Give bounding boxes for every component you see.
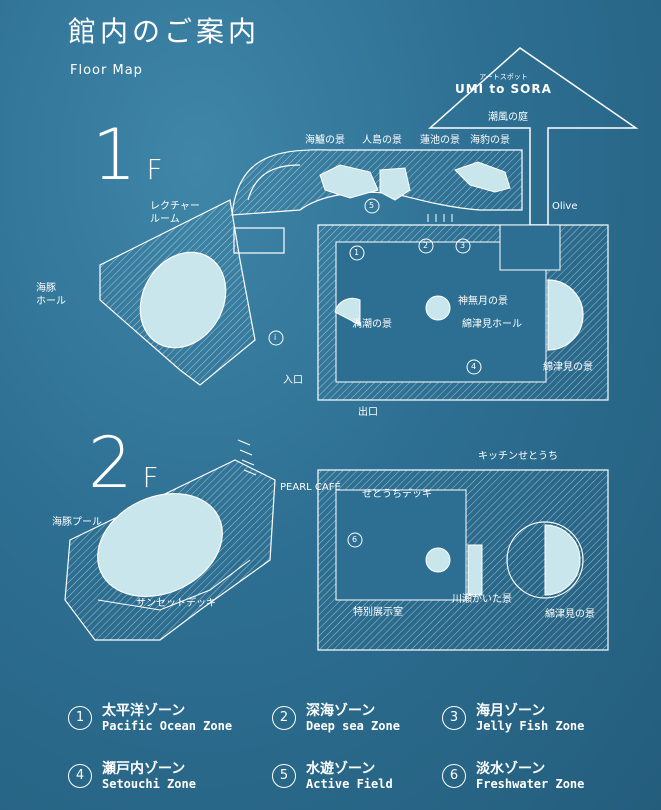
label-uzushio: 渦潮の景 (352, 319, 392, 330)
zone-name-jp: 深海ゾーン (306, 703, 376, 719)
info-icon: i (274, 333, 277, 342)
zone-legend-item: 5 水遊ゾーン Active Field (272, 758, 442, 798)
watatsumi-ring (506, 521, 584, 599)
marker-3: 3 (460, 241, 466, 250)
label-shiokaze: 潮風の庭 (488, 112, 528, 123)
zone-number: 5 (272, 764, 296, 788)
zone-name-en: Deep sea Zone (306, 719, 400, 733)
brand-logo: アートスポット UMI to SORA (455, 72, 552, 96)
kaihyo-tank (454, 161, 511, 193)
marker-1: 1 (354, 248, 360, 257)
facilities-block (499, 224, 561, 271)
zone-name-jp: 淡水ゾーン (476, 761, 546, 777)
kaishu-tank (319, 164, 379, 199)
label-entrance: 入口 (283, 375, 303, 386)
label-kaishu: 海鱸の景 (305, 135, 345, 146)
marker-4: 4 (471, 362, 477, 371)
label-lecture: レクチャー ルーム (150, 201, 200, 225)
floor-2-f: F (142, 461, 159, 494)
label-pearl-cafe: PEARL CAFÉ (280, 482, 341, 493)
label-special: 特別展示室 (353, 607, 403, 618)
label-dolphin-hall: 海豚 ホール (36, 283, 66, 307)
label-kawasemi: 川瀬がいた景 (452, 594, 512, 605)
zone-number: 6 (442, 764, 466, 788)
zone-number: 2 (272, 706, 296, 730)
stairs (237, 214, 453, 476)
label-dolphin-pool: 海豚プール (52, 517, 102, 528)
jinjima-tank (379, 167, 411, 201)
dolphin-pool-2f (97, 492, 223, 598)
zone-legend-item: 3 海月ゾーン Jelly Fish Zone (442, 700, 612, 740)
label-jinjima: 人島の景 (362, 135, 402, 146)
watatsumi-tank-1f (547, 279, 584, 351)
zone-name-jp: 海月ゾーン (476, 703, 546, 719)
zone-name-en: Active Field (306, 777, 393, 791)
kawasemi-tank (467, 544, 483, 596)
page-subtitle: Floor Map (70, 63, 143, 78)
marker-6: 6 (352, 535, 358, 544)
label-watatsumi-hall: 綿津見ホール (462, 319, 522, 330)
label-watatsumi-2f: 綿津見の景 (545, 609, 595, 620)
marker-5: 5 (369, 201, 375, 210)
zone-legend-item: 6 淡水ゾーン Freshwater Zone (442, 758, 632, 798)
label-exit: 出口 (358, 407, 378, 418)
brand-name: UMI to SORA (455, 82, 552, 96)
label-olive: Olive (552, 201, 578, 212)
zone-name-en: Pacific Ocean Zone (102, 719, 233, 733)
floor-1-num: 1 (92, 114, 137, 196)
label-kitchen: キッチンせとうち (478, 451, 558, 462)
watatsumi-tank-2f (544, 524, 581, 596)
floor-1-f: F (146, 153, 163, 186)
label-renchi: 蓮池の景 (420, 135, 460, 146)
setouchi-deck-area (335, 489, 467, 601)
kannazuki-tank (425, 295, 451, 321)
floor-2-num: 2 (88, 422, 133, 504)
label-sunset-deck: サンセットデッキ (136, 598, 216, 609)
zone-legend-item: 1 太平洋ゾーン Pacific Ocean Zone (68, 700, 258, 740)
zone-number: 1 (68, 706, 92, 730)
uzushio-tank (334, 297, 361, 326)
zone-legend-item: 4 瀬戸内ゾーン Setouchi Zone (68, 758, 258, 798)
zone-name-en: Setouchi Zone (102, 777, 196, 791)
zone-name-en: Freshwater Zone (476, 777, 585, 791)
lecture-room (233, 227, 285, 254)
label-kaihyo: 海豹の景 (470, 135, 510, 146)
zone-name-jp: 水遊ゾーン (306, 761, 376, 777)
marker-2: 2 (423, 241, 429, 250)
umi-to-sora-building (428, 47, 639, 226)
page-title: 館内のご案内 (68, 15, 261, 48)
label-watatsumi-1f: 綿津見の景 (543, 362, 593, 373)
zone-name-en: Jelly Fish Zone (476, 719, 585, 733)
zone-number: 3 (442, 706, 466, 730)
label-kannazuki: 神無月の景 (458, 296, 508, 307)
zone-legend-item: 2 深海ゾーン Deep sea Zone (272, 700, 442, 740)
zone-name-jp: 瀬戸内ゾーン (102, 761, 186, 777)
label-setouchi-deck: せとうちデッキ (362, 489, 432, 500)
zone-number: 4 (68, 764, 92, 788)
brand-small: アートスポット (479, 73, 528, 81)
zone-name-jp: 太平洋ゾーン (102, 703, 186, 719)
dolphin-pool-1f (139, 251, 227, 349)
